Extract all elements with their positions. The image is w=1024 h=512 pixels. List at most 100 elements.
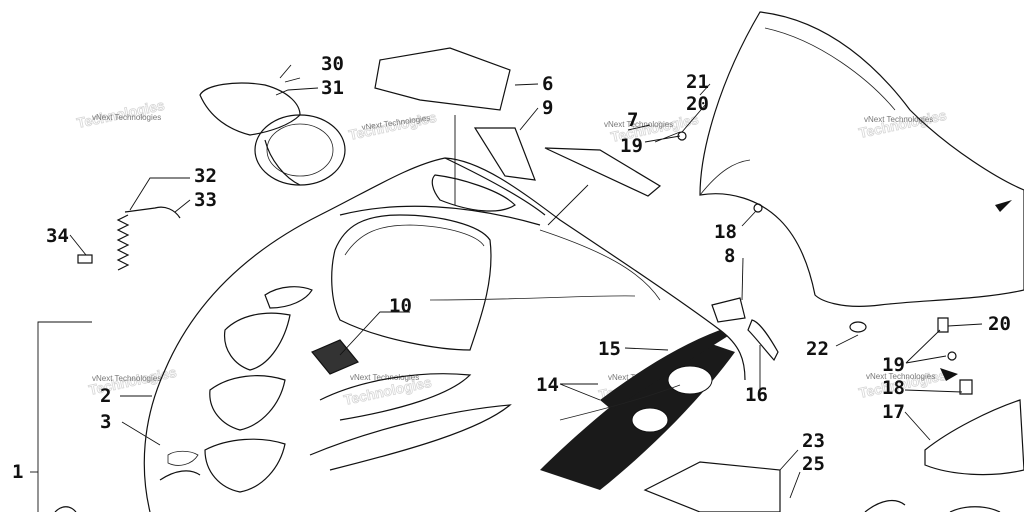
leader-20 <box>681 103 707 133</box>
leader-17 <box>904 411 931 441</box>
bracket-line-part-1 <box>37 321 92 512</box>
callout-8: 8 <box>724 245 735 267</box>
leader-strip-7 <box>547 184 589 226</box>
leader-22 <box>835 334 859 347</box>
callout-17: 17 <box>882 401 905 423</box>
leader-8 <box>741 257 744 301</box>
hood-contour-1 <box>319 373 472 421</box>
watermark-text: vNext Technologies <box>92 374 161 383</box>
callout-20-lower: 20 <box>988 313 1011 335</box>
callout-6: 6 <box>542 73 553 95</box>
callout-10: 10 <box>389 295 412 317</box>
hood-window-inner-edge <box>344 224 485 256</box>
callout-30: 30 <box>321 53 344 75</box>
windshield-arrow-marker <box>995 200 1012 212</box>
grommet-18 <box>753 203 763 213</box>
callout-21: 21 <box>686 71 709 93</box>
callout-16: 16 <box>745 384 768 406</box>
screw-30 <box>284 77 301 83</box>
leader-7 <box>627 124 651 131</box>
leader-34 <box>69 234 87 256</box>
spring-33 <box>116 214 130 271</box>
hood-vent-left-2 <box>209 375 286 431</box>
decal-part-9 <box>473 127 536 181</box>
screw-20 <box>937 317 949 333</box>
leader-31 <box>275 87 319 96</box>
leader-lines <box>69 64 983 499</box>
leader-19 <box>644 131 681 143</box>
callout-9: 9 <box>542 97 553 119</box>
leader-30 <box>279 64 292 79</box>
watermark-text: vNext Technologies <box>864 115 933 124</box>
callout-31: 31 <box>321 77 344 99</box>
callout-22: 22 <box>806 338 829 360</box>
leader-33 <box>174 199 191 213</box>
leader-9 <box>519 107 539 131</box>
lower-part-edge <box>864 499 906 512</box>
callout-33: 33 <box>194 189 217 211</box>
washer-19-lower <box>947 351 957 361</box>
leader-6 <box>514 83 539 86</box>
callout-7: 7 <box>627 109 638 131</box>
lower-part-edge <box>949 506 1001 512</box>
callout-18-lower: 18 <box>882 377 905 399</box>
decal-strip-7 <box>544 147 662 197</box>
leader-21 <box>699 83 711 96</box>
nut-18-lower <box>959 379 973 395</box>
callout-1: 1 <box>12 461 23 483</box>
panel-23-25 <box>643 461 781 512</box>
headlight-housing-31 <box>199 77 346 186</box>
callout-34: 34 <box>46 225 69 247</box>
callout-32: 32 <box>194 165 217 187</box>
bracket-17 <box>924 399 1024 476</box>
leader-18 <box>741 210 757 227</box>
graphic-decal-stripe <box>600 330 728 410</box>
graphic-decal-pinline <box>559 384 681 421</box>
hood-vent-left-top <box>264 286 313 309</box>
windshield-edge-highlight <box>764 27 896 111</box>
hood-assembly <box>143 157 746 512</box>
washer-22 <box>849 321 867 333</box>
bezel-ring-inner <box>266 123 334 177</box>
callout-15: 15 <box>598 338 621 360</box>
spring-assembly-32-33-34 <box>77 206 181 271</box>
hood-vent-left-1 <box>223 312 291 371</box>
decal-part-6 <box>374 47 511 111</box>
windshield-outline <box>699 11 1024 307</box>
bolt-34 <box>77 254 93 264</box>
watermark-text: vNext Technologies <box>866 372 935 381</box>
bezel-side <box>264 139 301 186</box>
callout-20: 20 <box>686 93 709 115</box>
leader-19-lower <box>905 329 947 364</box>
windshield-21 <box>699 11 1024 307</box>
leader-15 <box>624 347 669 351</box>
callout-2: 2 <box>100 385 111 407</box>
clip-16 <box>747 319 779 362</box>
callout-25: 25 <box>802 453 825 475</box>
lower-part-edge <box>54 506 77 512</box>
leader-25 <box>789 471 801 499</box>
leader-32 <box>129 177 190 211</box>
watermark-text: vNext Technologies <box>604 120 673 129</box>
callout-labels: 30 31 32 33 34 6 9 7 19 21 20 18 8 10 15… <box>12 53 1011 483</box>
decal-part-10 <box>311 339 359 375</box>
leader-18-lower <box>904 389 963 393</box>
hood-outline <box>143 157 746 512</box>
callout-3: 3 <box>100 411 111 433</box>
windshield-mount-edge <box>699 159 751 196</box>
hood-reflector-3 <box>167 450 199 466</box>
hood-window-opening <box>331 214 492 351</box>
leader-14 <box>559 383 601 401</box>
hood-contour-2 <box>309 404 512 471</box>
hood-crest-line <box>339 205 541 226</box>
leader-3 <box>121 421 161 446</box>
callout-23: 23 <box>802 430 825 452</box>
hood-ridge <box>444 157 546 216</box>
hood-nose-line <box>159 470 201 481</box>
watermark-text: vNext Technologies <box>92 113 161 122</box>
hardware-arrow-marker <box>940 368 958 381</box>
leader-20-lower <box>947 323 983 327</box>
watermark-layer: Technologies Technologies Technologies T… <box>75 96 949 408</box>
callout-19-lower: 19 <box>882 354 905 376</box>
